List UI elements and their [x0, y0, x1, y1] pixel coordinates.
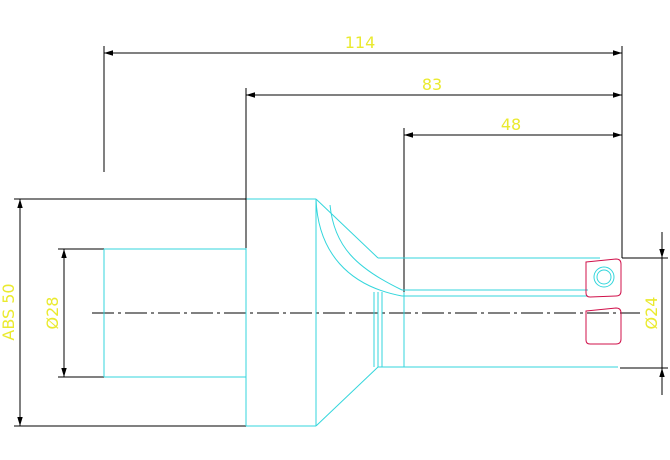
dim-d28-label: Ø28	[43, 297, 62, 330]
chamfer-top	[315, 198, 379, 259]
screw-hole-inner	[596, 269, 612, 285]
chamfer-bottom	[315, 366, 379, 427]
dim-48-label: 48	[501, 115, 521, 134]
contour-top	[14, 198, 247, 248]
dim-abs50-label: ABS 50	[0, 283, 18, 340]
channel-inner-curve	[329, 204, 403, 291]
inserts	[585, 258, 622, 345]
dim-83-label: 83	[422, 75, 442, 94]
channel-outer-curve	[315, 198, 403, 297]
body-contour	[14, 198, 247, 248]
screw-hole-outer	[593, 266, 615, 288]
insert-top	[585, 258, 622, 298]
dim-d24-label: Ø24	[642, 297, 661, 330]
dim-114-label: 114	[345, 33, 376, 52]
dimension-lines	[14, 46, 668, 427]
insert-bottom	[585, 307, 622, 345]
